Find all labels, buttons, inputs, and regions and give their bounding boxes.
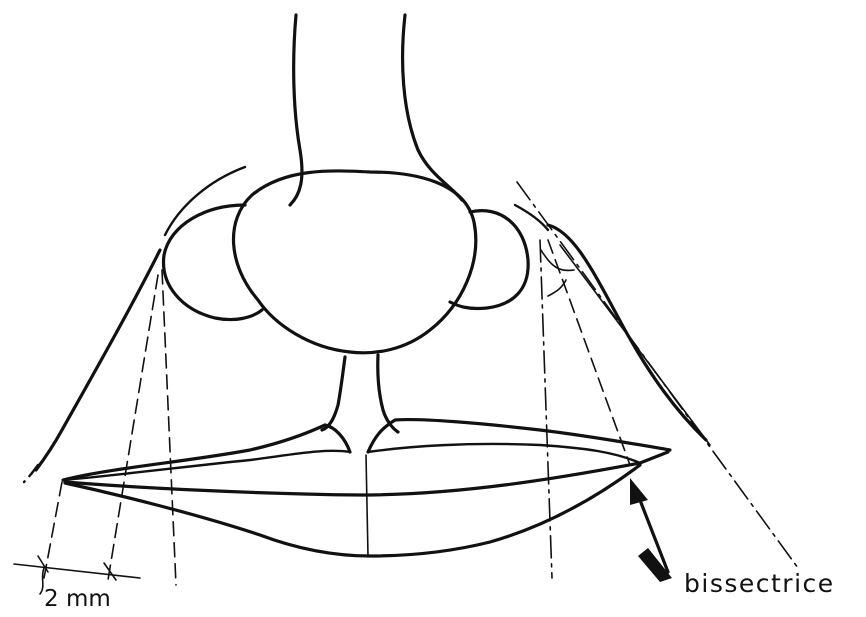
- upper-lip-inner-left: [63, 451, 350, 480]
- bisector-arrow: [630, 478, 672, 582]
- right-vertical-guide: [540, 240, 552, 578]
- left-vertical-guide-inner: [108, 275, 158, 580]
- bisector-companion-line: [560, 245, 710, 445]
- left-cheek-crease: [165, 167, 245, 235]
- upper-lip-inner-right: [368, 444, 640, 463]
- nose-bridge-right-line: [403, 15, 462, 200]
- offset-label: 2 mm: [44, 586, 111, 612]
- bisector-label: bissectrice: [684, 569, 835, 598]
- left-vertical-guide-outer: [162, 270, 176, 585]
- left-face-contour: [36, 250, 160, 470]
- left-nostril-ala: [164, 205, 262, 320]
- philtrum-left: [322, 357, 345, 430]
- lip-midline: [366, 455, 368, 556]
- left-face-contour-dashed: [24, 465, 38, 482]
- left-commissure-guide: [44, 482, 62, 578]
- nose-tip: [233, 171, 475, 353]
